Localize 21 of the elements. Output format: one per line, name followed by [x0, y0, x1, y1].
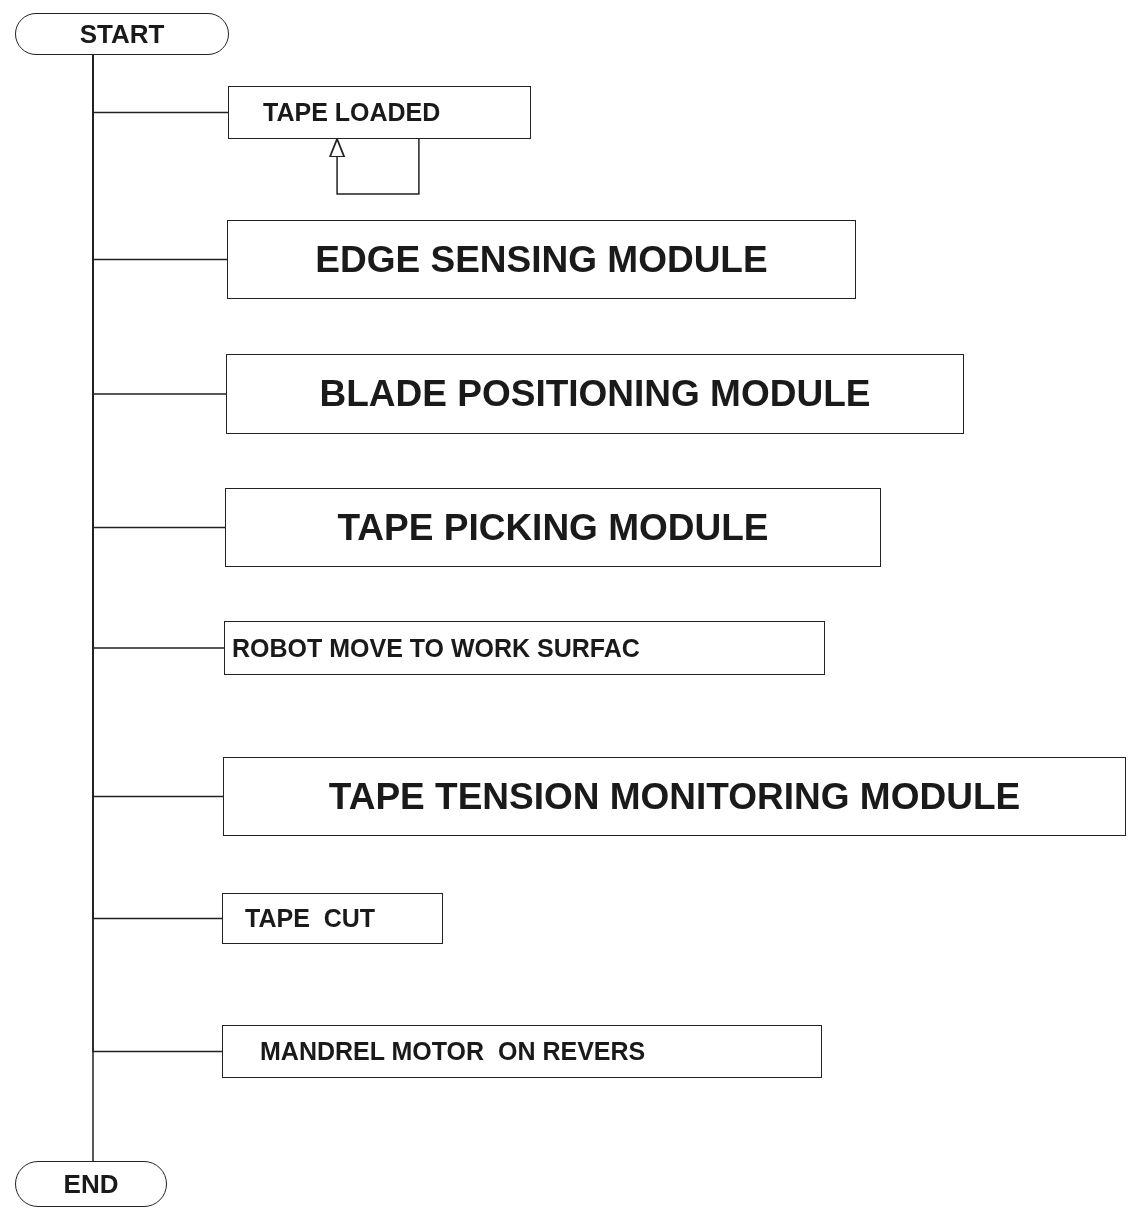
process-box: [227, 220, 856, 299]
terminal-shape: [15, 1161, 167, 1207]
box-label: TAPE PICKING MODULE: [337, 506, 769, 549]
box-label: BLADE POSITIONING MODULE: [319, 373, 871, 415]
process-box: [226, 354, 964, 434]
box-label: TAPE LOADED: [263, 98, 441, 127]
box-label: END: [63, 1168, 119, 1200]
process-box: [228, 86, 531, 139]
box-label: START: [79, 18, 165, 50]
process-box: [223, 757, 1126, 836]
terminal-shape: [15, 13, 229, 55]
process-box: [225, 488, 881, 567]
loop-arrow: [329, 138, 420, 195]
box-label: MANDREL MOTOR ON REVERS: [260, 1037, 646, 1066]
box-label: ROBOT MOVE TO WORK SURFAC: [232, 633, 640, 663]
box-label: TAPE CUT: [245, 904, 376, 933]
box-label: EDGE SENSING MODULE: [315, 238, 768, 281]
process-box: [222, 1025, 822, 1078]
process-box: [224, 621, 825, 675]
process-box: [222, 893, 443, 944]
box-label: TAPE TENSION MONITORING MODULE: [328, 775, 1021, 818]
